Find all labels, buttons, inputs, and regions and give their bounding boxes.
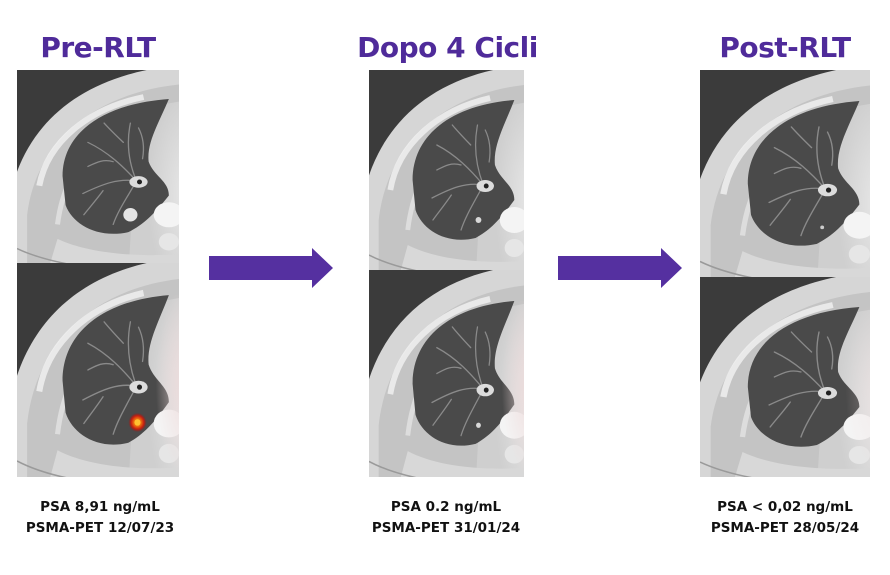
psa-value-pre-rlt: PSA 8,91 ng/mL (40, 499, 160, 515)
progression-arrow-1 (209, 248, 333, 288)
psa-value-dopo-4-cicli: PSA 0.2 ng/mL (390, 499, 502, 515)
stage-caption-dopo-4-cicli: PSA 0.2 ng/mL PSMA-PET 31/01/24 (346, 497, 546, 539)
stage-title-post-rlt: Post-RLT (719, 31, 851, 64)
pet-ct-scan-post-rlt (700, 277, 870, 477)
ct-scan-pre-rlt (17, 70, 179, 263)
psa-value-post-rlt: PSA < 0,02 ng/mL (717, 499, 853, 515)
pet-ct-scan-pre-rlt (17, 263, 179, 477)
stage-caption-pre-rlt: PSA 8,91 ng/mL PSMA-PET 12/07/23 (0, 497, 200, 539)
stage-title-pre-rlt: Pre-RLT (40, 31, 156, 64)
pet-date-pre-rlt: PSMA-PET 12/07/23 (25, 520, 175, 536)
ct-scan-dopo-4-cicli (369, 70, 524, 270)
pet-date-dopo-4-cicli: PSMA-PET 31/01/24 (371, 520, 521, 536)
right-arrow-icon (209, 248, 333, 288)
progression-arrow-2 (558, 248, 682, 288)
pet-ct-scan-dopo-4-cicli (369, 270, 524, 477)
stage-title-dopo-4-cicli: Dopo 4 Cicli (357, 31, 538, 64)
ct-scan-post-rlt (700, 70, 870, 277)
pet-date-post-rlt: PSMA-PET 28/05/24 (710, 520, 860, 536)
stage-caption-post-rlt: PSA < 0,02 ng/mL PSMA-PET 28/05/24 (685, 497, 885, 539)
right-arrow-icon (558, 248, 682, 288)
